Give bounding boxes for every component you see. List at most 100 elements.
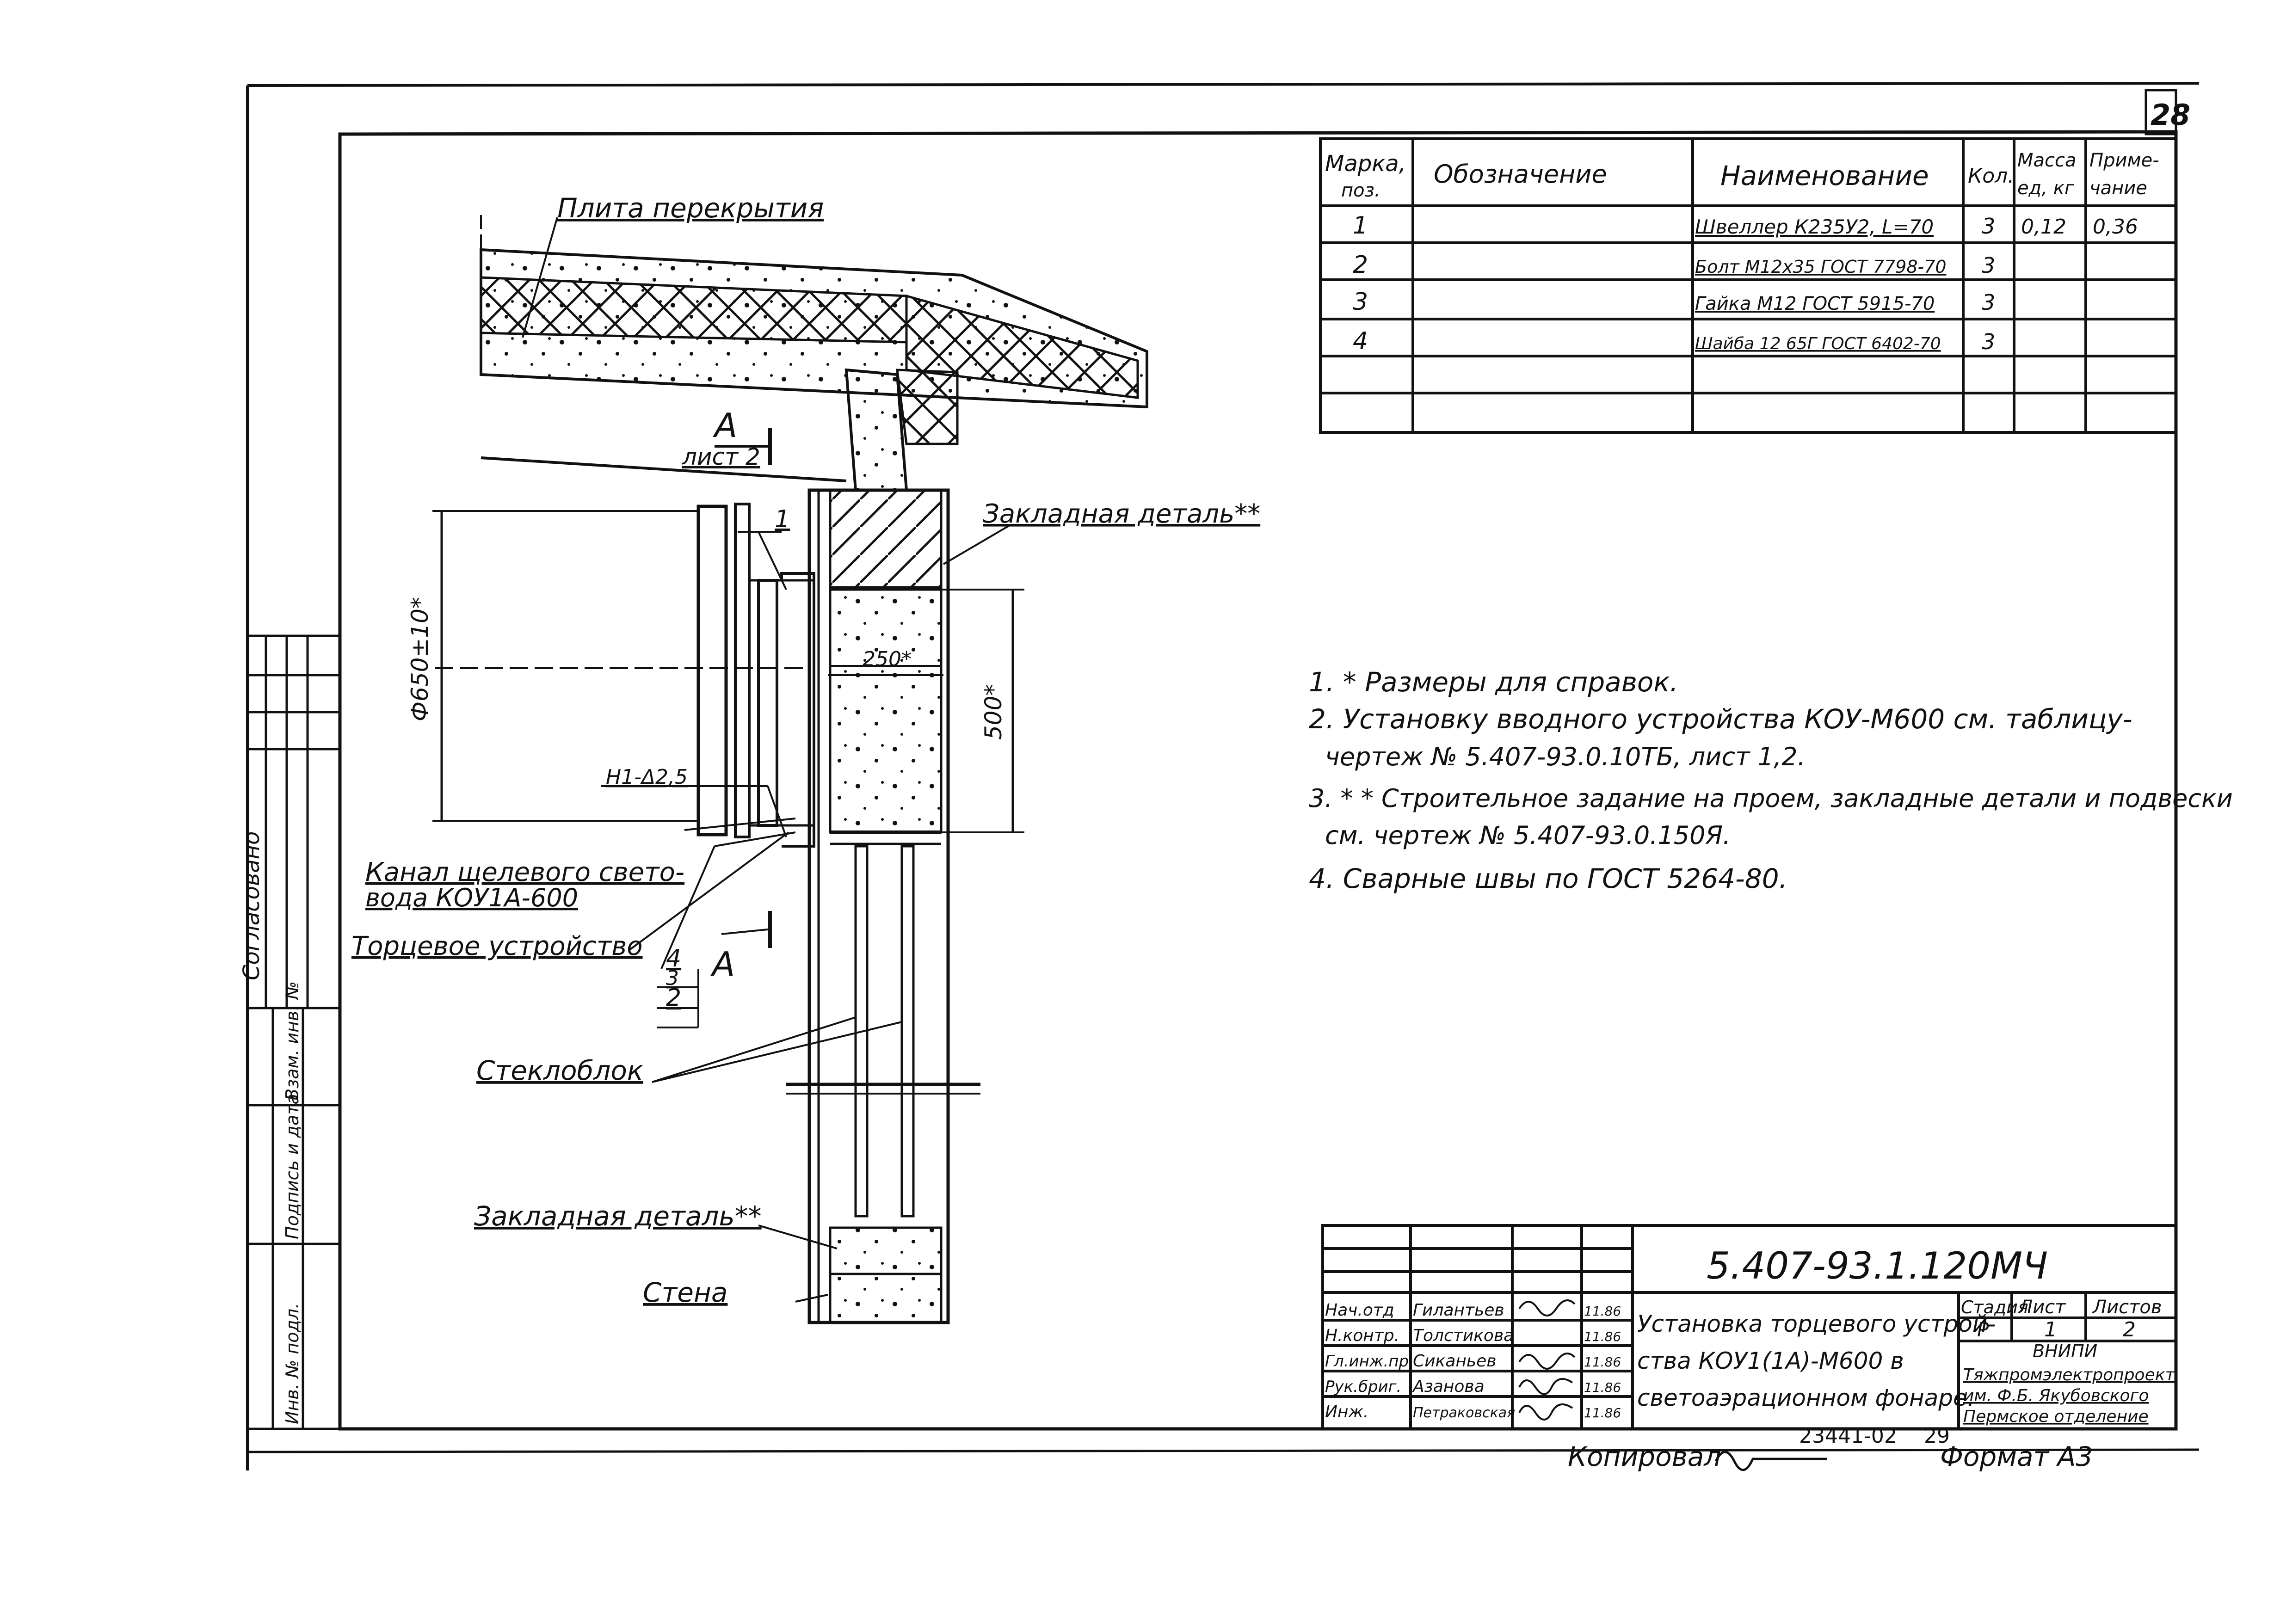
date-2: 11.86 xyxy=(1584,1329,1621,1344)
callout-4: 4 xyxy=(666,945,681,972)
name-4: Азанова xyxy=(1412,1377,1485,1396)
footer-doc-no: 23441-02 xyxy=(1799,1424,1897,1448)
dim-width: 250* xyxy=(863,647,912,671)
label-inv-no: Инв. № подл. xyxy=(282,1303,302,1424)
header-mark-1: Марка, xyxy=(1325,151,1406,177)
dim-height: 500* xyxy=(980,684,1007,740)
roof-slab xyxy=(480,215,1148,492)
note-2-cont: чертеж № 5.407-93.0.10ТБ, лист 1,2. xyxy=(1325,742,1806,771)
name-3: Сиканьев xyxy=(1413,1352,1496,1371)
label-channel-2: вода КОУ1А-600 xyxy=(365,883,578,912)
org-line-3: им. Ф.Б. Якубовского xyxy=(1963,1386,2149,1405)
row1-mark: 1 xyxy=(1353,212,1368,240)
title-line-2: ства КОУ1(1А)-М600 в xyxy=(1637,1347,1904,1374)
header-qty: Кол. xyxy=(1968,164,2014,188)
row2-qty: 3 xyxy=(1982,253,1995,278)
left-margin-stamp xyxy=(246,634,341,1430)
date-5: 11.86 xyxy=(1584,1405,1621,1421)
footer-copied: Копировал xyxy=(1568,1441,1721,1472)
row4-qty: 3 xyxy=(1982,329,1995,354)
label-section-a-bottom: А xyxy=(710,945,735,984)
note-3-cont: см. чертеж № 5.407-93.0.150Я. xyxy=(1325,821,1731,850)
header-mass-2: ед, кг xyxy=(2017,178,2075,199)
org-line-4: Пермское отделение xyxy=(1963,1407,2149,1426)
note-1: 1. * Размеры для справок. xyxy=(1309,666,1678,698)
label-wall: Стена xyxy=(643,1277,727,1308)
org-line-1: ВНИПИ xyxy=(2033,1341,2097,1361)
row3-qty: 3 xyxy=(1982,290,1995,315)
light-guide-channel xyxy=(435,503,815,848)
label-channel-1: Канал щелевого свето- xyxy=(365,857,684,887)
footer-format: Формат А3 xyxy=(1940,1441,2093,1472)
header-name: Наименование xyxy=(1720,160,1929,191)
date-1: 11.86 xyxy=(1584,1304,1621,1319)
copied-signature xyxy=(1714,1451,1827,1471)
title-block-roles: Нач.отд Гилантьев 11.86 Н.контр. Толстик… xyxy=(1325,1301,1621,1421)
org-line-2: Тяжпромэлектропроект xyxy=(1963,1366,2175,1384)
row1-note: 0,36 xyxy=(2093,215,2138,239)
name-5: Петраковская xyxy=(1413,1405,1515,1421)
label-slab: Плита перекрытия xyxy=(557,192,824,224)
callout-leaders xyxy=(601,524,1011,1303)
label-weld: Н1-Δ2,5 xyxy=(606,765,688,789)
role-5: Инж. xyxy=(1325,1403,1368,1421)
callout-3: 3 xyxy=(666,966,679,990)
label-sheet-ref: лист 2 xyxy=(682,443,760,470)
general-notes: 1. * Размеры для справок. 2. Установку в… xyxy=(1309,666,2233,894)
spec-table xyxy=(1319,137,2177,434)
callout-1: 1 xyxy=(775,505,790,533)
role-4: Рук.бриг. xyxy=(1325,1378,1401,1396)
header-sheets: Листов xyxy=(2092,1297,2162,1318)
header-designation: Обозначение xyxy=(1434,160,1607,189)
wall-column xyxy=(786,488,980,1324)
header-note-1: Приме- xyxy=(2089,150,2159,171)
name-1: Гилантьев xyxy=(1413,1301,1504,1320)
header-sheet: Лист xyxy=(2018,1297,2066,1318)
header-note-2: чание xyxy=(2089,178,2147,199)
row2-mark: 2 xyxy=(1353,251,1368,279)
label-agreed: Согласовано xyxy=(239,831,265,980)
value-sheet: 1 xyxy=(2044,1318,2057,1341)
row4-mark: 4 xyxy=(1353,327,1368,355)
value-sheets: 2 xyxy=(2123,1318,2136,1341)
note-4: 4. Сварные швы по ГОСТ 5264-80. xyxy=(1309,863,1787,894)
label-glass-block: Стеклоблок xyxy=(476,1055,643,1086)
header-mark-2: поз. xyxy=(1341,180,1380,201)
spec-table-header: Марка, поз. Обозначение Наименование Кол… xyxy=(1325,150,2159,201)
role-1: Нач.отд xyxy=(1325,1301,1394,1320)
row2-name: Болт М12х35 ГОСТ 7798-70 xyxy=(1695,257,1947,277)
role-2: Н.контр. xyxy=(1325,1326,1399,1345)
row1-name: Швеллер К235У2, L=70 xyxy=(1695,215,1934,238)
name-2: Толстикова xyxy=(1413,1326,1514,1345)
header-stage: Стадия xyxy=(1961,1297,2028,1317)
label-section-a-top: А xyxy=(713,406,737,445)
date-4: 11.86 xyxy=(1584,1380,1621,1395)
label-sign-date: Подпись и дата xyxy=(282,1094,302,1239)
row3-name: Гайка М12 ГОСТ 5915-70 xyxy=(1695,293,1935,314)
signatures xyxy=(1518,1299,1576,1421)
date-3: 11.86 xyxy=(1584,1354,1621,1370)
title-line-3: светоаэрационном фонаре. xyxy=(1637,1384,1975,1411)
header-mass-1: Масса xyxy=(2017,150,2077,171)
title-line-1: Установка торцевого устрой- xyxy=(1637,1310,1996,1337)
role-3: Гл.инж.пр. xyxy=(1325,1352,1414,1371)
row1-mass: 0,12 xyxy=(2021,215,2066,239)
label-embedded-bottom: Закладная деталь** xyxy=(474,1200,762,1232)
title-block xyxy=(1321,1224,2177,1430)
row4-name: Шайба 12 65Г ГОСТ 6402-70 xyxy=(1695,334,1941,353)
row3-mark: 3 xyxy=(1353,288,1368,316)
footer-page: 29 xyxy=(1924,1424,1950,1448)
spec-table-rows: 1 Швеллер К235У2, L=70 3 0,12 0,36 2 Бол… xyxy=(1353,212,2138,355)
label-end-device: Торцевое устройство xyxy=(351,931,643,961)
label-vzam-inv: Взам. инв. № xyxy=(282,981,302,1101)
note-3: 3. * * Строительное задание на проем, за… xyxy=(1309,784,2233,813)
note-2: 2. Установку вводного устройства КОУ-М60… xyxy=(1309,703,2132,735)
row1-qty: 3 xyxy=(1982,214,1995,239)
callout-2: 2 xyxy=(666,984,681,1012)
dimension-lines xyxy=(432,510,1024,833)
drawing-code: 5.407-93.1.120МЧ xyxy=(1707,1244,2048,1287)
value-stage: Р xyxy=(1977,1318,1989,1341)
label-embedded-top: Закладная деталь** xyxy=(983,499,1260,529)
dim-diameter: Ф650±10* xyxy=(407,597,433,721)
